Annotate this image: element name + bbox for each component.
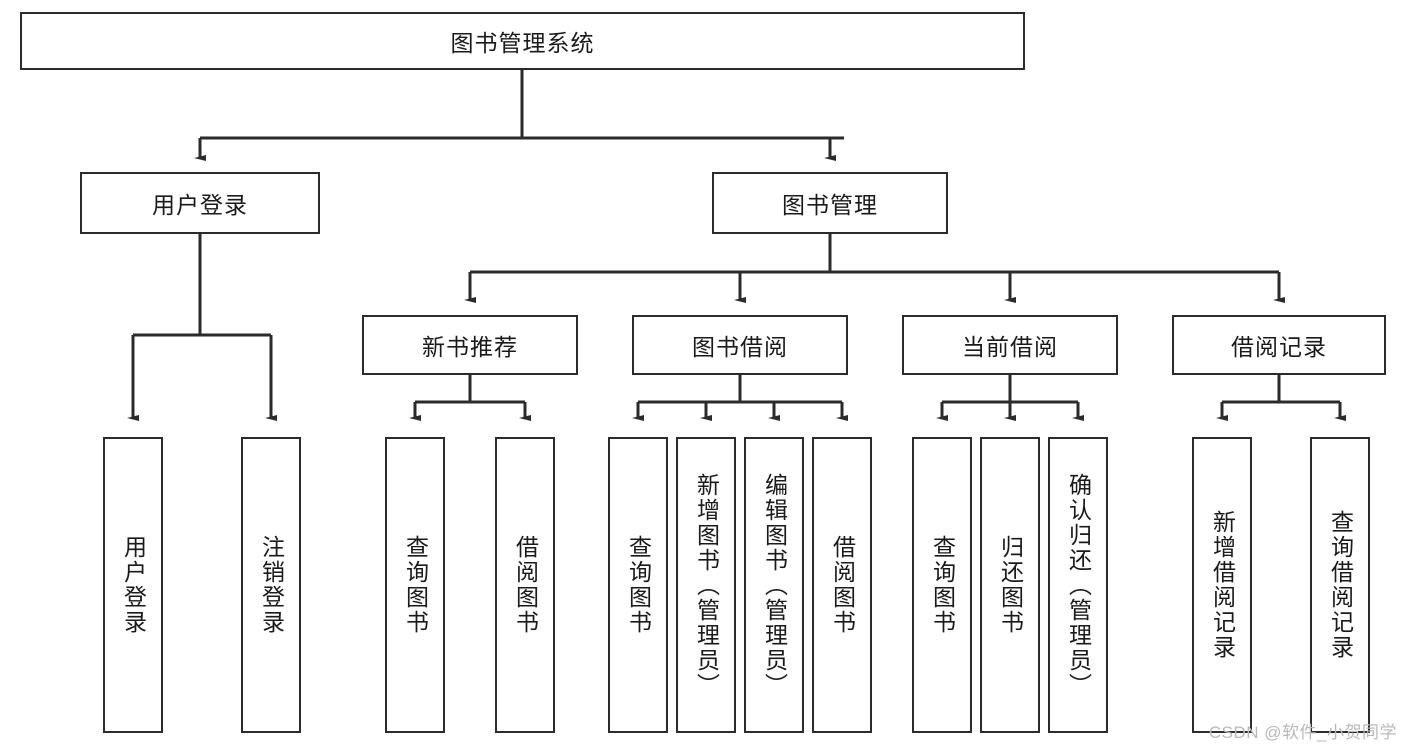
leaf-borrow-add-book-admin[interactable]: 新增图书（管理员） (676, 437, 736, 733)
node-label: 新增借阅记录 (1209, 510, 1236, 660)
leaf-recommend-borrow-book[interactable]: 借阅图书 (495, 437, 555, 733)
node-label: 编辑图书（管理员） (761, 472, 788, 698)
node-label: 借阅图书 (512, 535, 539, 635)
node-book-borrow[interactable]: 图书借阅 (632, 315, 848, 375)
node-label: 注销登录 (258, 535, 285, 635)
node-label: 查询图书 (625, 535, 652, 635)
node-label: 用户登录 (120, 535, 147, 635)
node-label: 图书借阅 (692, 334, 788, 360)
node-label: 图书管理 (782, 192, 878, 218)
leaf-records-query-record[interactable]: 查询借阅记录 (1310, 437, 1370, 733)
node-book-management[interactable]: 图书管理 (712, 172, 948, 234)
node-label: 查询图书 (402, 535, 429, 635)
node-label: 新书推荐 (422, 334, 518, 360)
leaf-current-query-book[interactable]: 查询图书 (912, 437, 972, 733)
node-label: 图书管理系统 (450, 30, 595, 56)
leaf-records-add-record[interactable]: 新增借阅记录 (1192, 437, 1252, 733)
node-label: 用户登录 (152, 192, 248, 218)
node-label: 借阅图书 (829, 535, 856, 635)
node-label: 查询借阅记录 (1327, 510, 1354, 660)
leaf-user-logout[interactable]: 注销登录 (241, 437, 301, 733)
node-label: 借阅记录 (1231, 334, 1327, 360)
leaf-recommend-query-book[interactable]: 查询图书 (385, 437, 445, 733)
leaf-borrow-query-book[interactable]: 查询图书 (608, 437, 668, 733)
leaf-borrow-borrow-book[interactable]: 借阅图书 (812, 437, 872, 733)
node-label: 新增图书（管理员） (693, 472, 720, 698)
node-borrow-records[interactable]: 借阅记录 (1172, 315, 1386, 375)
leaf-current-return-book[interactable]: 归还图书 (980, 437, 1040, 733)
node-label: 确认归还（管理员） (1065, 472, 1092, 698)
node-label: 查询图书 (929, 535, 956, 635)
leaf-current-confirm-return-admin[interactable]: 确认归还（管理员） (1048, 437, 1108, 733)
watermark-text: CSDN @软件_小贺同学 (1208, 723, 1397, 742)
leaf-user-login[interactable]: 用户登录 (103, 437, 163, 733)
node-current-borrow[interactable]: 当前借阅 (902, 315, 1118, 375)
node-user-login[interactable]: 用户登录 (80, 172, 320, 234)
node-root-system[interactable]: 图书管理系统 (20, 12, 1025, 70)
node-label: 归还图书 (997, 535, 1024, 635)
node-new-book-recommend[interactable]: 新书推荐 (362, 315, 578, 375)
node-label: 当前借阅 (962, 334, 1058, 360)
leaf-borrow-edit-book-admin[interactable]: 编辑图书（管理员） (744, 437, 804, 733)
